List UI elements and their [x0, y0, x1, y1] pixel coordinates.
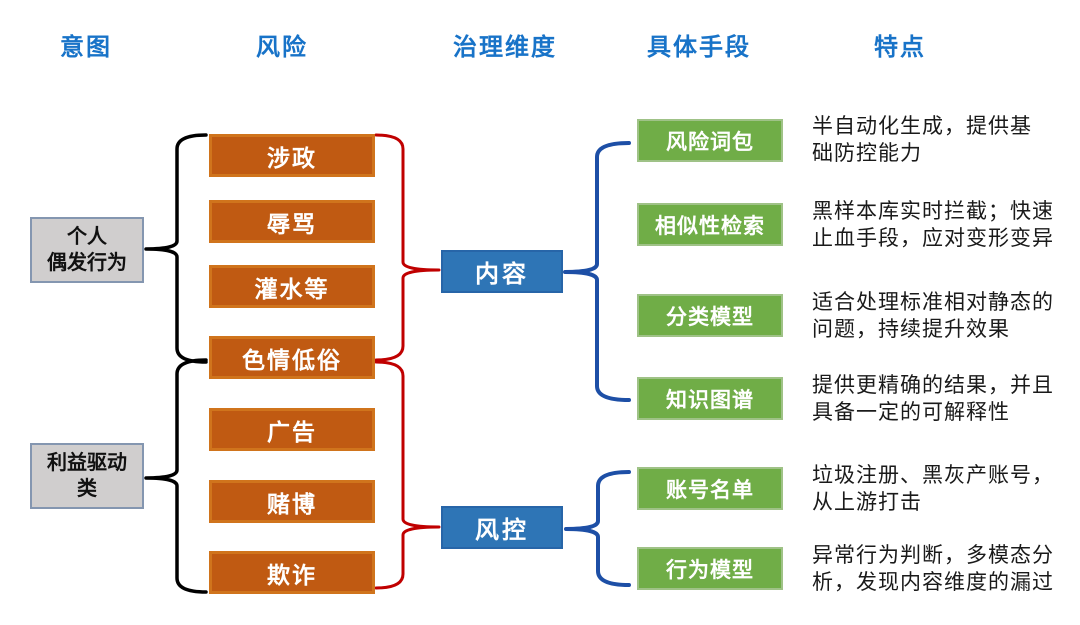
- intent-box-personal: 个人 偶发行为: [30, 217, 144, 283]
- risk-box-spam: 灌水等: [209, 265, 375, 308]
- column-header-intent: 意图: [60, 34, 112, 61]
- method-box-account-list: 账号名单: [637, 467, 783, 510]
- brace-content-risks: [374, 133, 441, 362]
- brace-riskcontrol-risks: [374, 360, 441, 590]
- column-header-method: 具体手段: [647, 34, 751, 61]
- feature-text-wordpack: 半自动化生成，提供基 础防控能力: [812, 115, 1032, 165]
- feature-text-knowledge-graph: 提供更精确的结果，并且 具备一定的可解释性: [812, 374, 1054, 424]
- column-header-feature: 特点: [874, 34, 926, 61]
- risk-box-gambling: 赌博: [209, 480, 375, 523]
- brace-personal-intent: [144, 133, 208, 364]
- intent-box-profit: 利益驱动 类: [30, 443, 144, 509]
- method-box-behavior-model: 行为模型: [637, 547, 783, 590]
- method-box-similarity: 相似性检索: [637, 203, 783, 246]
- dimension-box-content: 内容: [441, 250, 563, 293]
- brace-profit-intent: [144, 358, 208, 594]
- method-box-knowledge-graph: 知识图谱: [637, 377, 783, 420]
- risk-box-ads: 广告: [209, 408, 375, 451]
- risk-box-abuse: 辱骂: [209, 200, 375, 243]
- column-header-risk: 风险: [256, 34, 308, 61]
- dimension-box-riskcontrol: 风控: [441, 506, 563, 549]
- risk-box-politics: 涉政: [209, 134, 375, 177]
- feature-text-behavior-model: 异常行为判断，多模态分 析，发现内容维度的漏过: [812, 544, 1054, 594]
- brace-content-methods: [563, 141, 631, 402]
- feature-text-classifier: 适合处理标准相对静态的 问题，持续提升效果: [812, 291, 1054, 341]
- risk-box-porn: 色情低俗: [209, 336, 375, 379]
- column-header-dimension: 治理维度: [453, 34, 557, 61]
- method-box-wordpack: 风险词包: [637, 119, 783, 162]
- brace-riskcontrol-methods: [564, 470, 631, 587]
- feature-text-account-list: 垃圾注册、黑灰产账号， 从上游打击: [812, 464, 1054, 514]
- method-box-classifier: 分类模型: [637, 294, 783, 337]
- risk-box-fraud: 欺诈: [209, 551, 375, 594]
- feature-text-similarity: 黑样本库实时拦截；快速 止血手段，应对变形变异: [812, 200, 1054, 250]
